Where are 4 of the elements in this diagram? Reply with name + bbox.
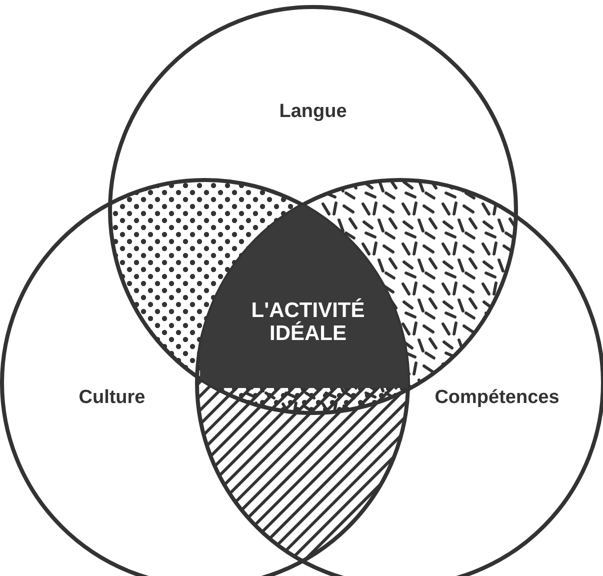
circle-label: Culture <box>78 387 146 409</box>
circle-label: Compétences <box>434 387 560 409</box>
center-label: L'ACTIVITÉ IDÉALE <box>250 298 366 346</box>
circle-label: Langue <box>279 101 347 123</box>
